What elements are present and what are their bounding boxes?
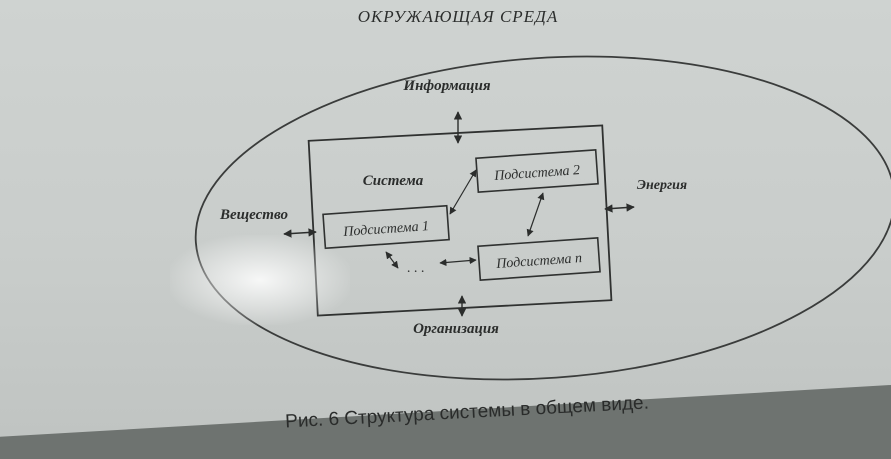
system-box [307, 124, 613, 317]
flow-information-label: Информация [402, 78, 490, 94]
subsystem-1-label: Подсистема 1 [342, 219, 430, 240]
figure-caption: Рис. 6 Структура системы в общем виде. [285, 392, 650, 432]
flow-energy-arrow [604, 203, 635, 213]
environment-ellipse [194, 55, 891, 381]
flow-matter-arrow [283, 228, 317, 238]
system-label: Система [363, 173, 424, 189]
subsystem-2-label: Подсистема 2 [493, 163, 581, 184]
environment-title: ОКРУЖАЮЩАЯ СРЕДА [358, 7, 559, 26]
subsystem-n-label: Подсистема n [495, 251, 583, 272]
flow-matter-label: Вещество [219, 207, 288, 223]
link-dots-subn [439, 256, 477, 267]
subsystem-ellipsis: . . . [407, 261, 425, 276]
subsystem-n-box: Подсистема n [477, 237, 601, 281]
link-sub2-subn [526, 192, 545, 237]
link-sub1-dots [385, 251, 399, 269]
link-sub1-sub2 [449, 169, 477, 215]
flow-organization-label: Организация [413, 321, 499, 337]
subsystem-2-box: Подсистема 2 [475, 149, 599, 193]
subsystem-1-box: Подсистема 1 [322, 204, 450, 250]
flow-energy-label: Энергия [637, 178, 687, 193]
